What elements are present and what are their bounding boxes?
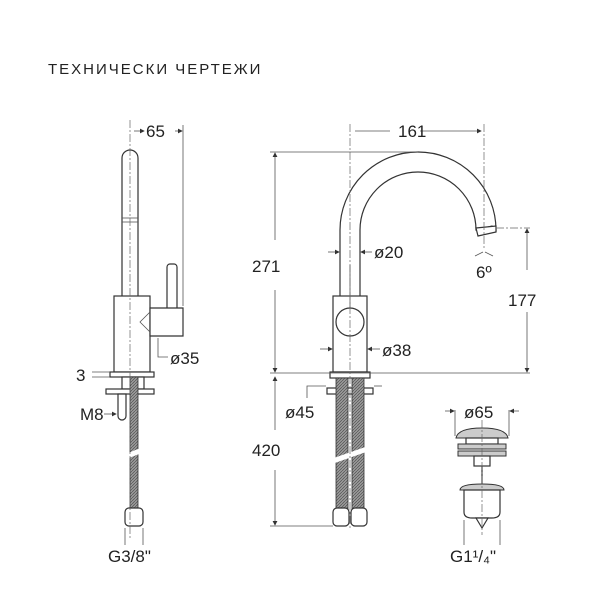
dim-drain-thread: G1¹/₄" [450, 547, 496, 566]
dim-hose-connection-side: G3/8" [108, 547, 151, 566]
dim-handle-diameter: ø35 [170, 349, 199, 368]
side-view-faucet [105, 120, 184, 540]
dim-65: 65 [146, 122, 165, 141]
dim-outlet-height: 177 [508, 291, 536, 310]
page-title: ТЕХНИЧЕСКИ ЧЕРТЕЖИ [48, 61, 262, 78]
dim-body-diameter: ø38 [382, 341, 411, 360]
dim-flange-thickness: 3 [76, 366, 85, 385]
dim-hose-length: 420 [252, 441, 280, 460]
dim-total-height: 271 [252, 257, 280, 276]
dim-spout-angle: 6º [476, 263, 492, 282]
front-view-faucet [326, 124, 497, 530]
dim-stud-thread: M8 [80, 405, 104, 424]
dim-hole-diameter: ø45 [285, 403, 314, 422]
dim-drain-cap-diameter: ø65 [464, 403, 493, 422]
drain-valve [455, 420, 509, 535]
dim-spout-reach: 161 [398, 122, 426, 141]
dim-spout-diameter: ø20 [374, 243, 403, 262]
